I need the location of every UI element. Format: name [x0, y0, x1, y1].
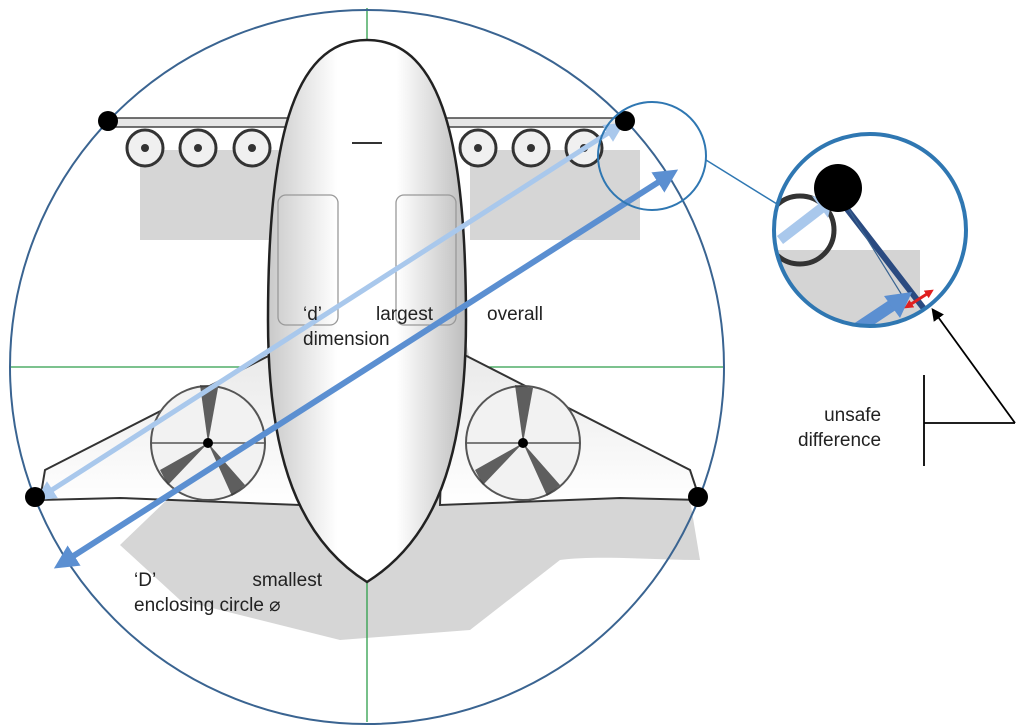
label-d-dimension: dimension [303, 329, 390, 350]
label-d-largest: largest [376, 304, 434, 325]
unsafe-difference-callout [923, 307, 1016, 466]
enclosing-circle-label: ‘D’ smallest enclosing circle ⌀ [134, 568, 322, 618]
label-unsafe: unsafe [824, 405, 882, 426]
extreme-points [25, 111, 708, 507]
zoom-connector [705, 159, 778, 205]
enclosing-circle [9, 9, 725, 725]
unsafe-difference-label: unsafe difference [798, 403, 881, 453]
label-D-smallest: smallest [252, 570, 322, 591]
magnifier [772, 132, 968, 328]
label-d-symbol: ‘d’ [303, 304, 323, 325]
label-D-symbol: ‘D’ [134, 570, 157, 591]
label-d-overall: overall [487, 304, 543, 325]
enclosing-diameter-arrow [53, 169, 679, 569]
label-difference: difference [798, 430, 882, 451]
zoom-region-circle [597, 101, 707, 211]
label-D-enclosing: enclosing circle ⌀ [134, 595, 281, 616]
largest-dimension-label: ‘d’ largest overall dimension [303, 302, 543, 352]
